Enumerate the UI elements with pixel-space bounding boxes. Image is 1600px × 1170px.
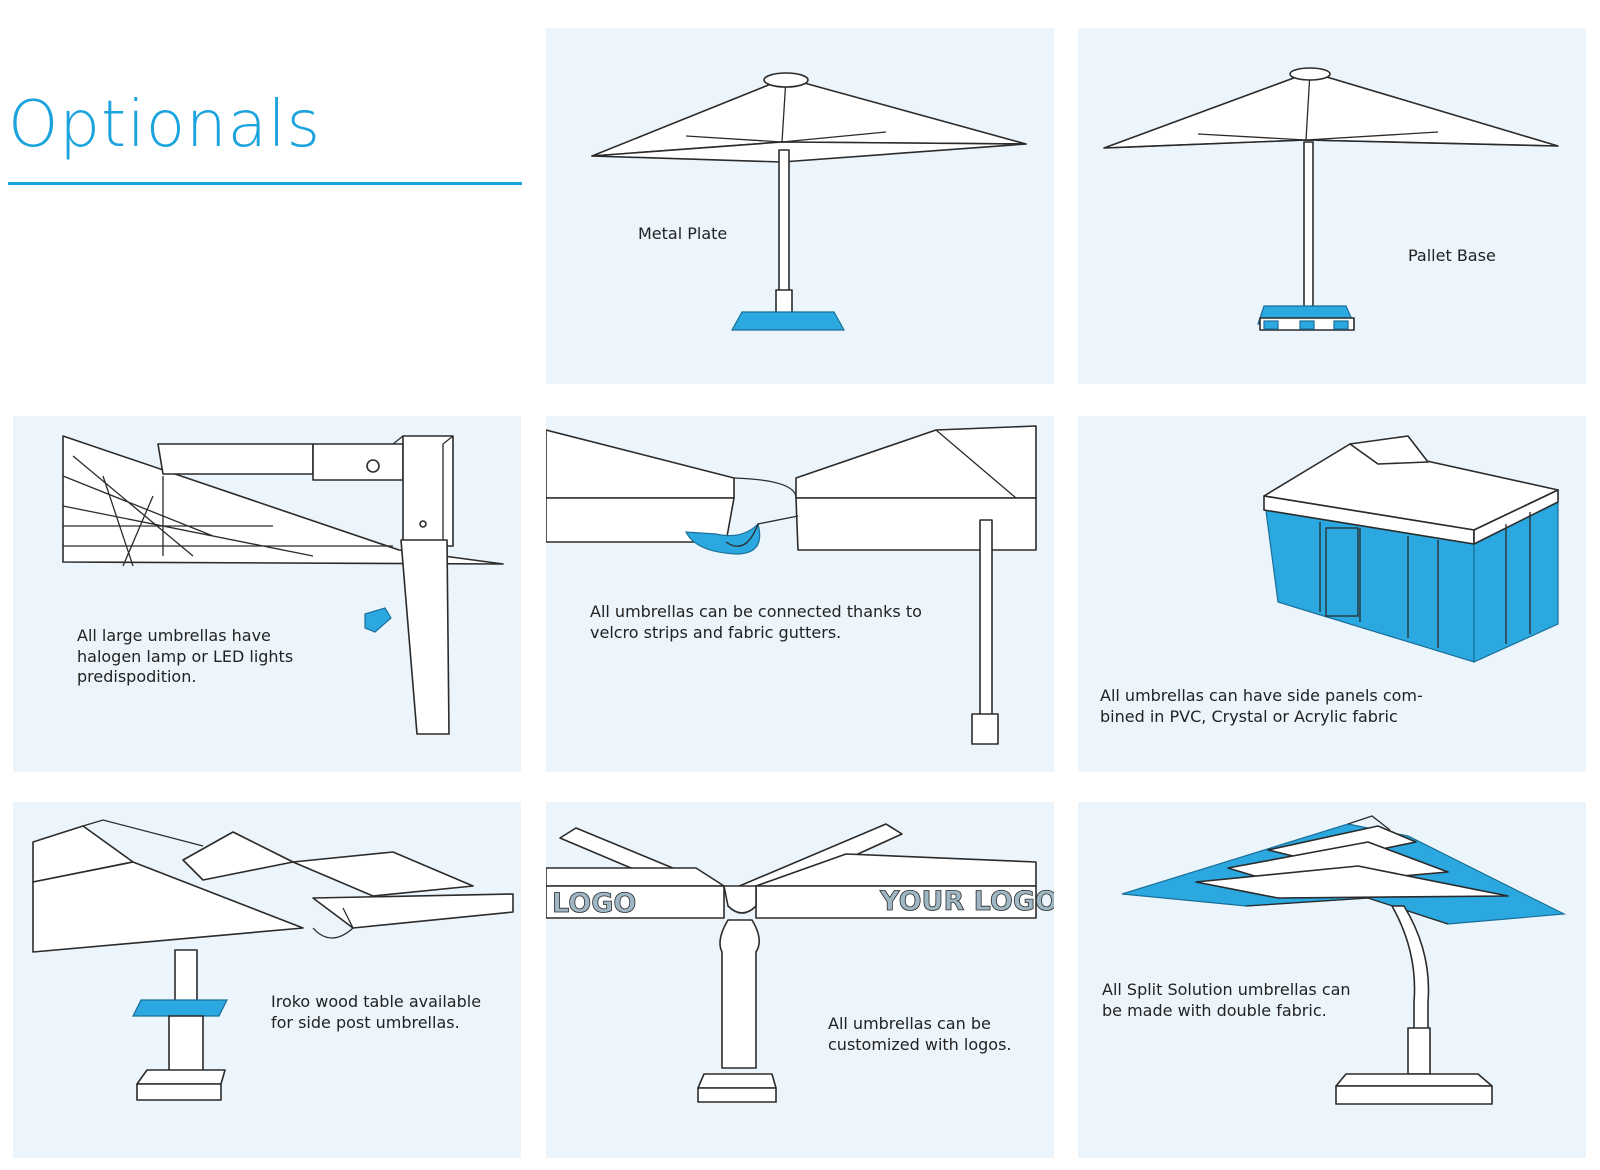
caption-logos: All umbrellas can be customized with log… [828,1014,1012,1054]
umbrella-logos-illustration: LOGO YOUR LOGO [546,823,1054,1103]
panel-logos: LOGO YOUR LOGO All umbrellas can be cust… [546,802,1054,1158]
logo-text-left: LOGO [552,888,636,919]
caption-metal-plate: Metal Plate [638,224,728,243]
umbrella-metal-plate-illustration [591,72,1027,331]
umbrella-double-fabric-illustration [1121,815,1567,1105]
caption-lights: All large umbrellas have halogen lamp or… [77,626,294,686]
panel-gutters: All umbrellas can be connected thanks to… [546,416,1054,772]
caption-side-panels: All umbrellas can have side panels com- … [1100,686,1423,726]
umbrella-gutters-illustration [546,425,1037,745]
panel-pallet-base: Pallet Base [1078,28,1586,384]
page-title: Optionals [8,88,321,162]
panel-table: Iroko wood table available for side post… [13,802,521,1158]
caption-gutters: All umbrellas can be connected thanks to… [590,602,922,642]
umbrella-side-panels-illustration [1263,435,1559,663]
logo-text-right: YOUR LOGO [879,886,1054,917]
caption-double-fabric: All Split Solution umbrellas can be made… [1102,980,1351,1020]
umbrella-lights-illustration [62,435,504,735]
umbrella-pallet-base-illustration [1103,67,1559,331]
title-divider [8,182,522,185]
panel-lights: All large umbrellas have halogen lamp or… [13,416,521,772]
caption-pallet-base: Pallet Base [1408,246,1496,265]
panel-double-fabric: All Split Solution umbrellas can be made… [1078,802,1586,1158]
umbrella-table-illustration [32,819,514,1101]
caption-table: Iroko wood table available for side post… [271,992,482,1032]
panel-side-panels: All umbrellas can have side panels com- … [1078,416,1586,772]
panel-metal-plate: Metal Plate [546,28,1054,384]
